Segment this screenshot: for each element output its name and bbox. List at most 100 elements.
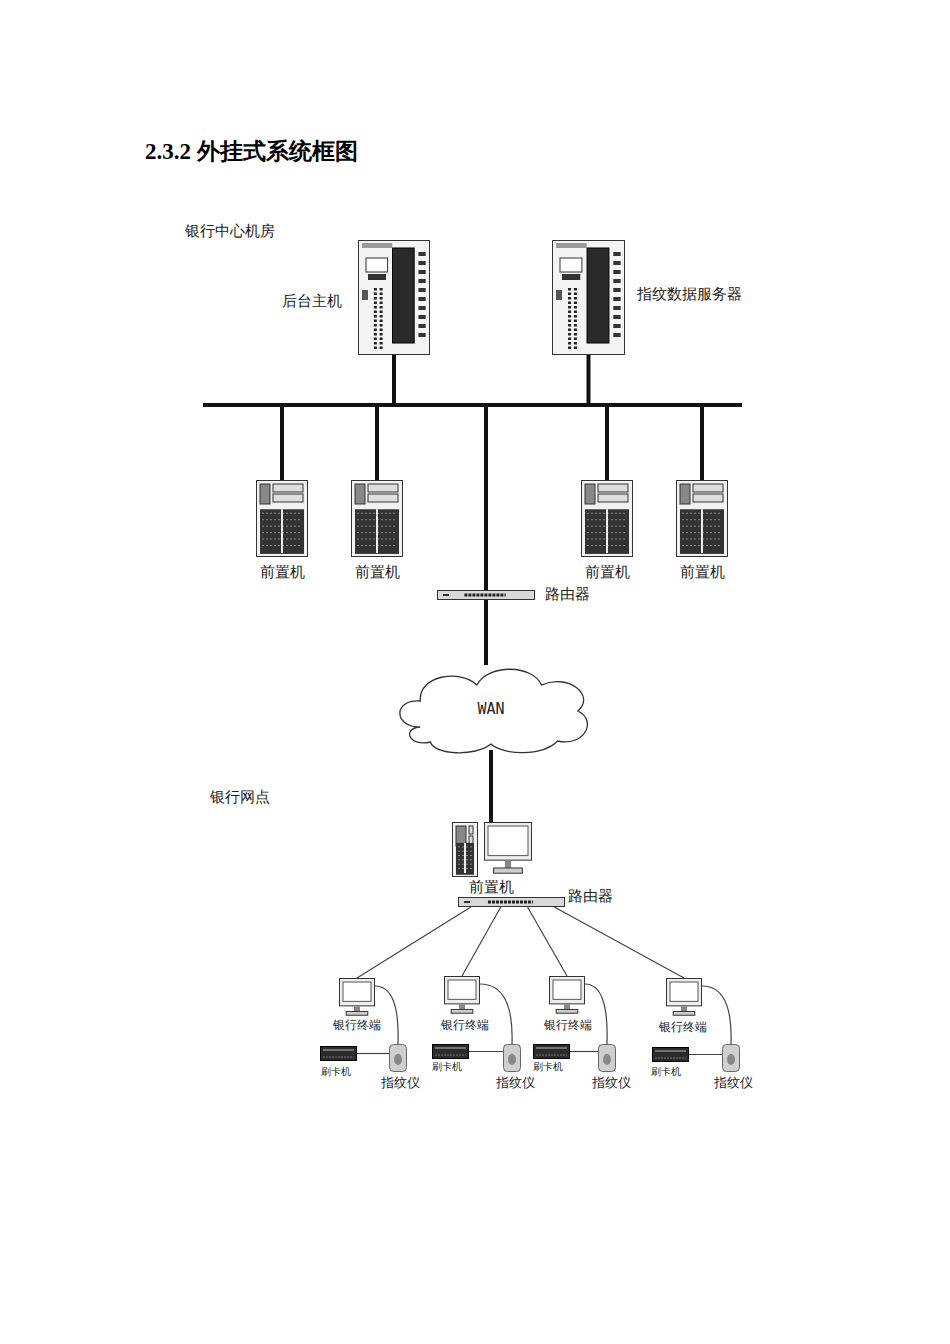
server-dot xyxy=(568,347,571,350)
server-dot xyxy=(380,333,383,336)
pc-monitor xyxy=(485,823,532,874)
device-label: 前置机 xyxy=(182,563,382,581)
server-led xyxy=(418,270,425,274)
server-dot xyxy=(380,320,383,323)
server-dot xyxy=(380,329,383,332)
monitor-neck xyxy=(354,1006,360,1011)
bank-terminal-icon xyxy=(549,976,585,1014)
card-reader-body xyxy=(321,1047,357,1061)
network-link xyxy=(484,600,488,665)
server-dot xyxy=(380,347,383,350)
server-dot xyxy=(574,311,577,314)
server-dot xyxy=(574,347,577,350)
server-switch xyxy=(556,290,562,300)
tower-bay xyxy=(693,494,723,502)
server-dot xyxy=(574,302,577,305)
card-reader-body xyxy=(534,1045,570,1059)
server-top xyxy=(362,243,392,248)
network-link xyxy=(357,1053,389,1054)
network-link xyxy=(486,405,702,590)
fingerprint-sensor xyxy=(603,1054,611,1065)
server-dot xyxy=(568,333,571,336)
network-link xyxy=(486,355,589,590)
device-label: 前置机 xyxy=(602,563,802,581)
card-reader-body xyxy=(653,1048,689,1062)
fingerprint-scanner-icon xyxy=(503,1044,521,1072)
server-led xyxy=(613,270,620,274)
fingerprint-scanner: 指纹仪 xyxy=(389,1044,407,1072)
front-end-machine: 前置机 xyxy=(676,480,728,557)
router-ports xyxy=(488,901,533,904)
bank-terminal: 银行终端 xyxy=(549,976,585,1014)
device-label: 银行终端 xyxy=(468,1018,668,1032)
server-led xyxy=(418,324,425,328)
server-dot xyxy=(374,306,377,309)
server-dot xyxy=(374,324,377,327)
vent-split xyxy=(606,509,608,553)
tower-case xyxy=(352,481,403,557)
tower-bay xyxy=(693,484,723,492)
server-dot xyxy=(574,342,577,345)
card-reader: 刷卡机 xyxy=(652,1047,689,1062)
device-label: 路由器 xyxy=(568,887,613,905)
server-dot xyxy=(568,302,571,305)
monitor-frame xyxy=(340,979,375,1006)
monitor-base xyxy=(673,1011,695,1015)
server-dot xyxy=(568,315,571,318)
network-link xyxy=(480,984,512,1044)
server-led xyxy=(613,288,620,292)
server-dot xyxy=(380,342,383,345)
router-ports xyxy=(464,594,505,597)
branch-router-icon xyxy=(458,897,565,907)
network-link xyxy=(394,355,486,590)
fingerprint-sensor xyxy=(394,1054,402,1065)
server-led xyxy=(418,288,425,292)
tower-bay xyxy=(368,484,398,492)
server-led xyxy=(613,279,620,283)
fingerprint-scanner: 指纹仪 xyxy=(722,1044,740,1072)
bank-terminal: 银行终端 xyxy=(444,976,480,1014)
card-slot xyxy=(536,1048,567,1049)
server-led xyxy=(418,333,425,337)
network-bus xyxy=(203,403,742,407)
card-reader-icon xyxy=(652,1047,689,1062)
fingerprint-server: 指纹数据服务器 xyxy=(552,240,625,355)
server-dot xyxy=(374,293,377,296)
server-dot xyxy=(574,306,577,309)
server-dot xyxy=(380,302,383,305)
server-dot xyxy=(380,338,383,341)
fingerprint-scanner: 指纹仪 xyxy=(503,1044,521,1072)
fingerprint-scanner-icon xyxy=(722,1044,740,1072)
vent-split xyxy=(464,843,466,873)
server-dot xyxy=(574,315,577,318)
device-label: 前置机 xyxy=(391,878,591,896)
server-led xyxy=(418,297,425,301)
card-slot xyxy=(655,1051,686,1052)
diagram-title: 2.3.2 外挂式系统框图 xyxy=(145,136,358,167)
vent-split xyxy=(701,509,703,553)
router-case xyxy=(459,898,565,907)
device-label: 刷卡机 xyxy=(448,1061,648,1073)
monitor-neck xyxy=(564,1004,570,1009)
server-dot xyxy=(574,293,577,296)
server-panel xyxy=(587,248,609,343)
fingerprint-sensor xyxy=(727,1054,735,1065)
device-label: 银行终端 xyxy=(365,1018,565,1032)
router-icon xyxy=(437,590,535,600)
fingerprint-body xyxy=(599,1045,616,1072)
monitor-screen xyxy=(488,826,528,856)
host-server-icon xyxy=(358,240,430,355)
server-dot xyxy=(574,288,577,291)
card-grille xyxy=(435,1055,466,1056)
server-dot xyxy=(568,297,571,300)
server-dot xyxy=(568,288,571,291)
server-dot xyxy=(574,297,577,300)
device-label: 银行终端 xyxy=(257,1018,457,1032)
section-label: 银行中心机房 xyxy=(185,222,275,240)
bank-terminal: 银行终端 xyxy=(339,978,375,1016)
tower-vent xyxy=(585,509,629,554)
fingerprint-body xyxy=(723,1045,740,1072)
server-dot xyxy=(568,320,571,323)
card-reader-icon xyxy=(320,1046,357,1061)
server-led xyxy=(613,252,620,256)
